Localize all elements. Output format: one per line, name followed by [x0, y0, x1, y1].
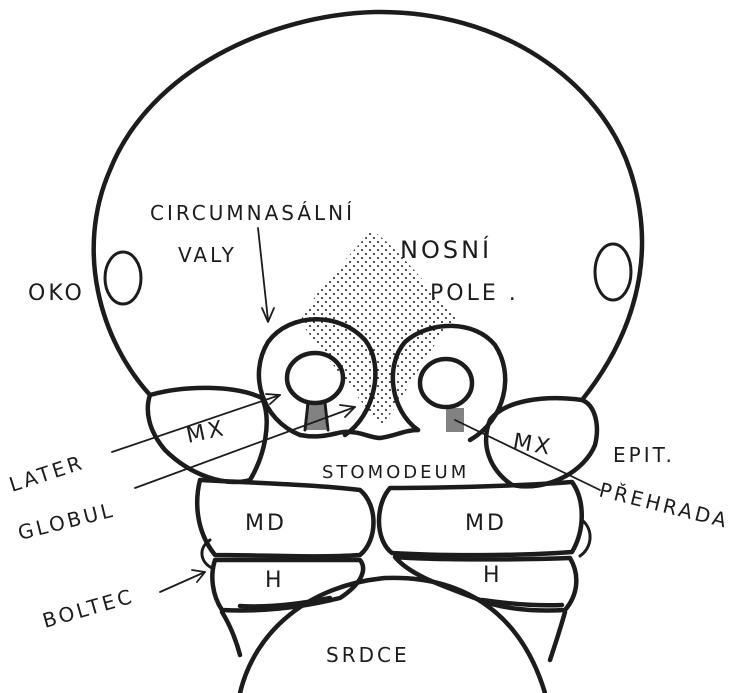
label-mx-left: MX — [184, 416, 228, 449]
label-epit: EPIT. — [613, 443, 675, 467]
left-auricle-shape — [202, 540, 212, 568]
label-stomodeum: STOMODEUM — [322, 462, 469, 483]
label-srdce: SRDCE — [326, 643, 410, 667]
label-mx-right: MX — [511, 429, 555, 461]
label-circumnasal: CIRCUMNASÁLNÍ — [150, 201, 355, 225]
label-oko: OKO — [28, 281, 85, 306]
label-md-left: MD — [245, 511, 287, 536]
label-valy: VALY — [178, 243, 237, 267]
heart-bulge — [240, 578, 545, 693]
right-nostril — [420, 359, 472, 407]
right-eye-shape — [595, 244, 631, 300]
label-globul: GLOBUL — [15, 498, 117, 545]
boltec-pointer — [160, 572, 205, 592]
left-nostril — [287, 353, 343, 403]
label-md-right: MD — [465, 511, 507, 536]
label-h-right: H — [483, 563, 503, 588]
label-prehrada: PŘEHRADA — [597, 478, 729, 533]
label-pole: POLE . — [430, 281, 519, 306]
stomodeum-upper-border — [300, 430, 418, 438]
left-neck-line — [222, 612, 240, 655]
label-nosni: NOSNÍ — [400, 235, 492, 264]
label-later: LATER — [6, 450, 87, 497]
label-boltec: BOLTEC — [40, 584, 137, 633]
right-neck-line — [550, 612, 565, 660]
left-nasal-pit-fill — [306, 404, 326, 430]
label-h-left: H — [265, 568, 285, 593]
left-eye-shape — [105, 252, 141, 304]
circumnasal-pointer — [258, 228, 268, 320]
